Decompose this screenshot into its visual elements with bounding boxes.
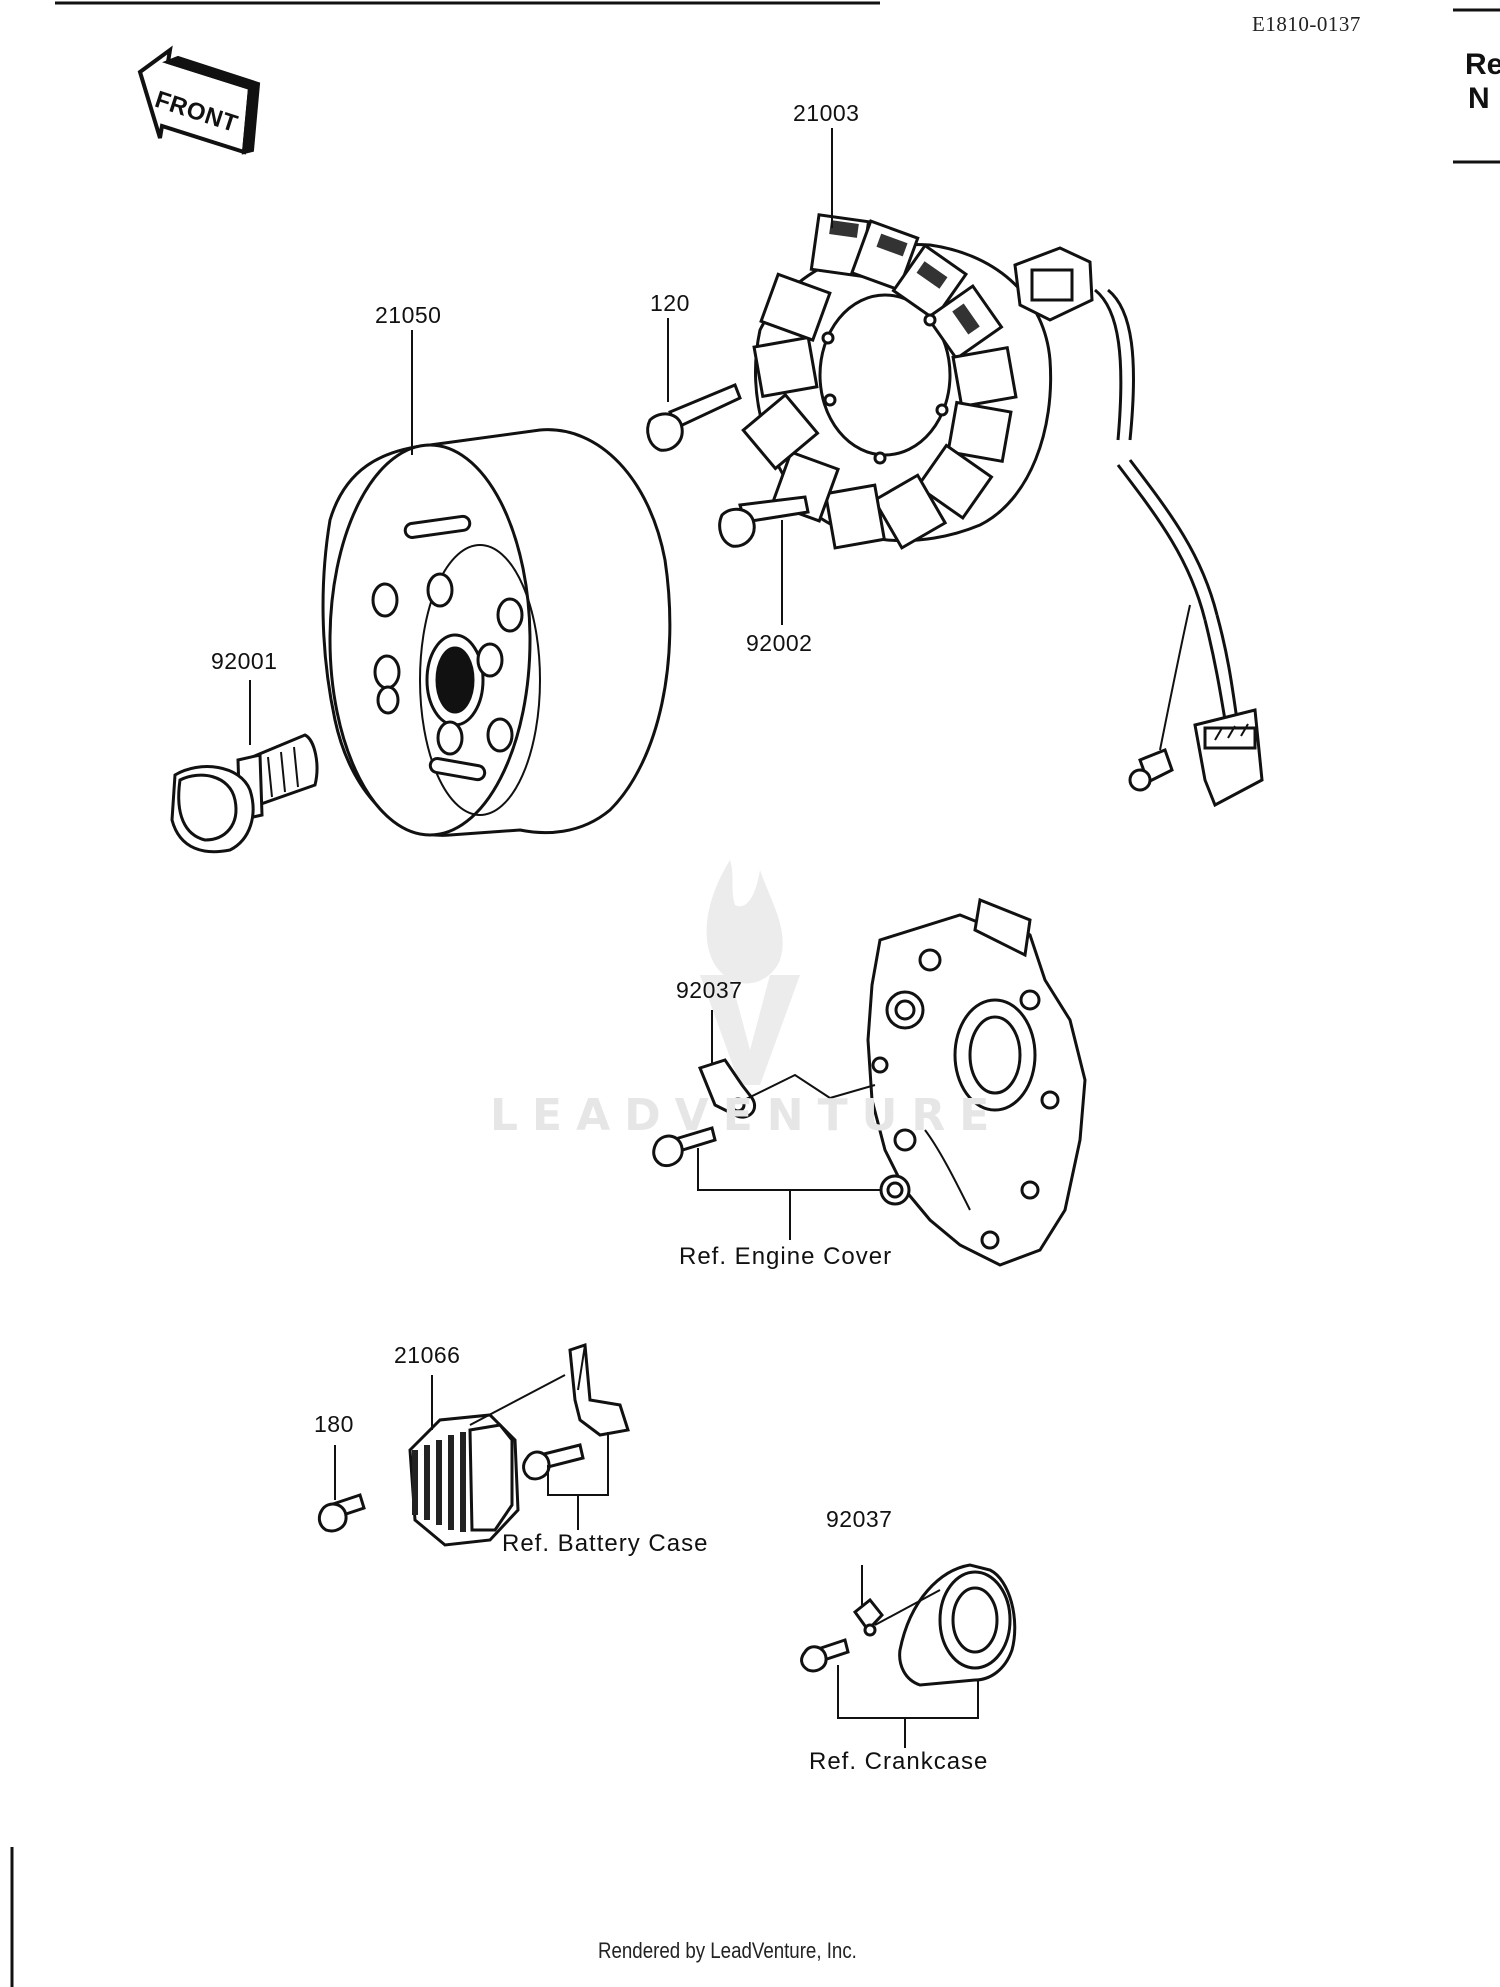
part-number-clamp-engine-cover: 92037 — [676, 977, 743, 1003]
ref-crankcase: Ref. Crankcase — [809, 1748, 989, 1775]
ref-engine-cover: Ref. Engine Cover — [679, 1243, 893, 1270]
side-text-line1: Re — [1465, 48, 1500, 81]
part-number-rotor-bolt: 92001 — [211, 648, 278, 674]
diagram-code: E1810-0137 — [1252, 12, 1361, 36]
engine-cover — [866, 897, 1087, 1267]
regulator-rectifier — [317, 1342, 630, 1547]
side-text-line2: N — [1468, 82, 1490, 115]
stator-bolts — [646, 383, 810, 548]
crankcase-boss — [800, 1563, 1017, 1687]
part-number-rotor: 21050 — [375, 302, 442, 328]
footer-rendered-by: Rendered by LeadVenture, Inc. — [598, 1938, 857, 1963]
part-number-regulator: 21066 — [394, 1342, 461, 1368]
part-number-stator: 21003 — [793, 100, 860, 126]
rotor-flywheel — [321, 428, 672, 837]
front-arrow-icon — [137, 45, 261, 155]
watermark-text: LEADVENTURE — [490, 1090, 1004, 1141]
part-number-stator-screw: 92002 — [746, 630, 813, 656]
part-number-clamp-crankcase: 92037 — [826, 1506, 893, 1532]
top-border-lines — [10, 1, 1500, 1987]
leader-lines — [249, 128, 979, 1748]
watermark-logo — [700, 860, 800, 1085]
ref-battery-case: Ref. Battery Case — [502, 1530, 709, 1557]
part-number-regulator-bolt: 180 — [314, 1411, 354, 1437]
stator-assembly — [741, 213, 1264, 808]
rotor-bolt — [170, 733, 319, 854]
part-number-stator-bolt: 120 — [650, 290, 690, 316]
